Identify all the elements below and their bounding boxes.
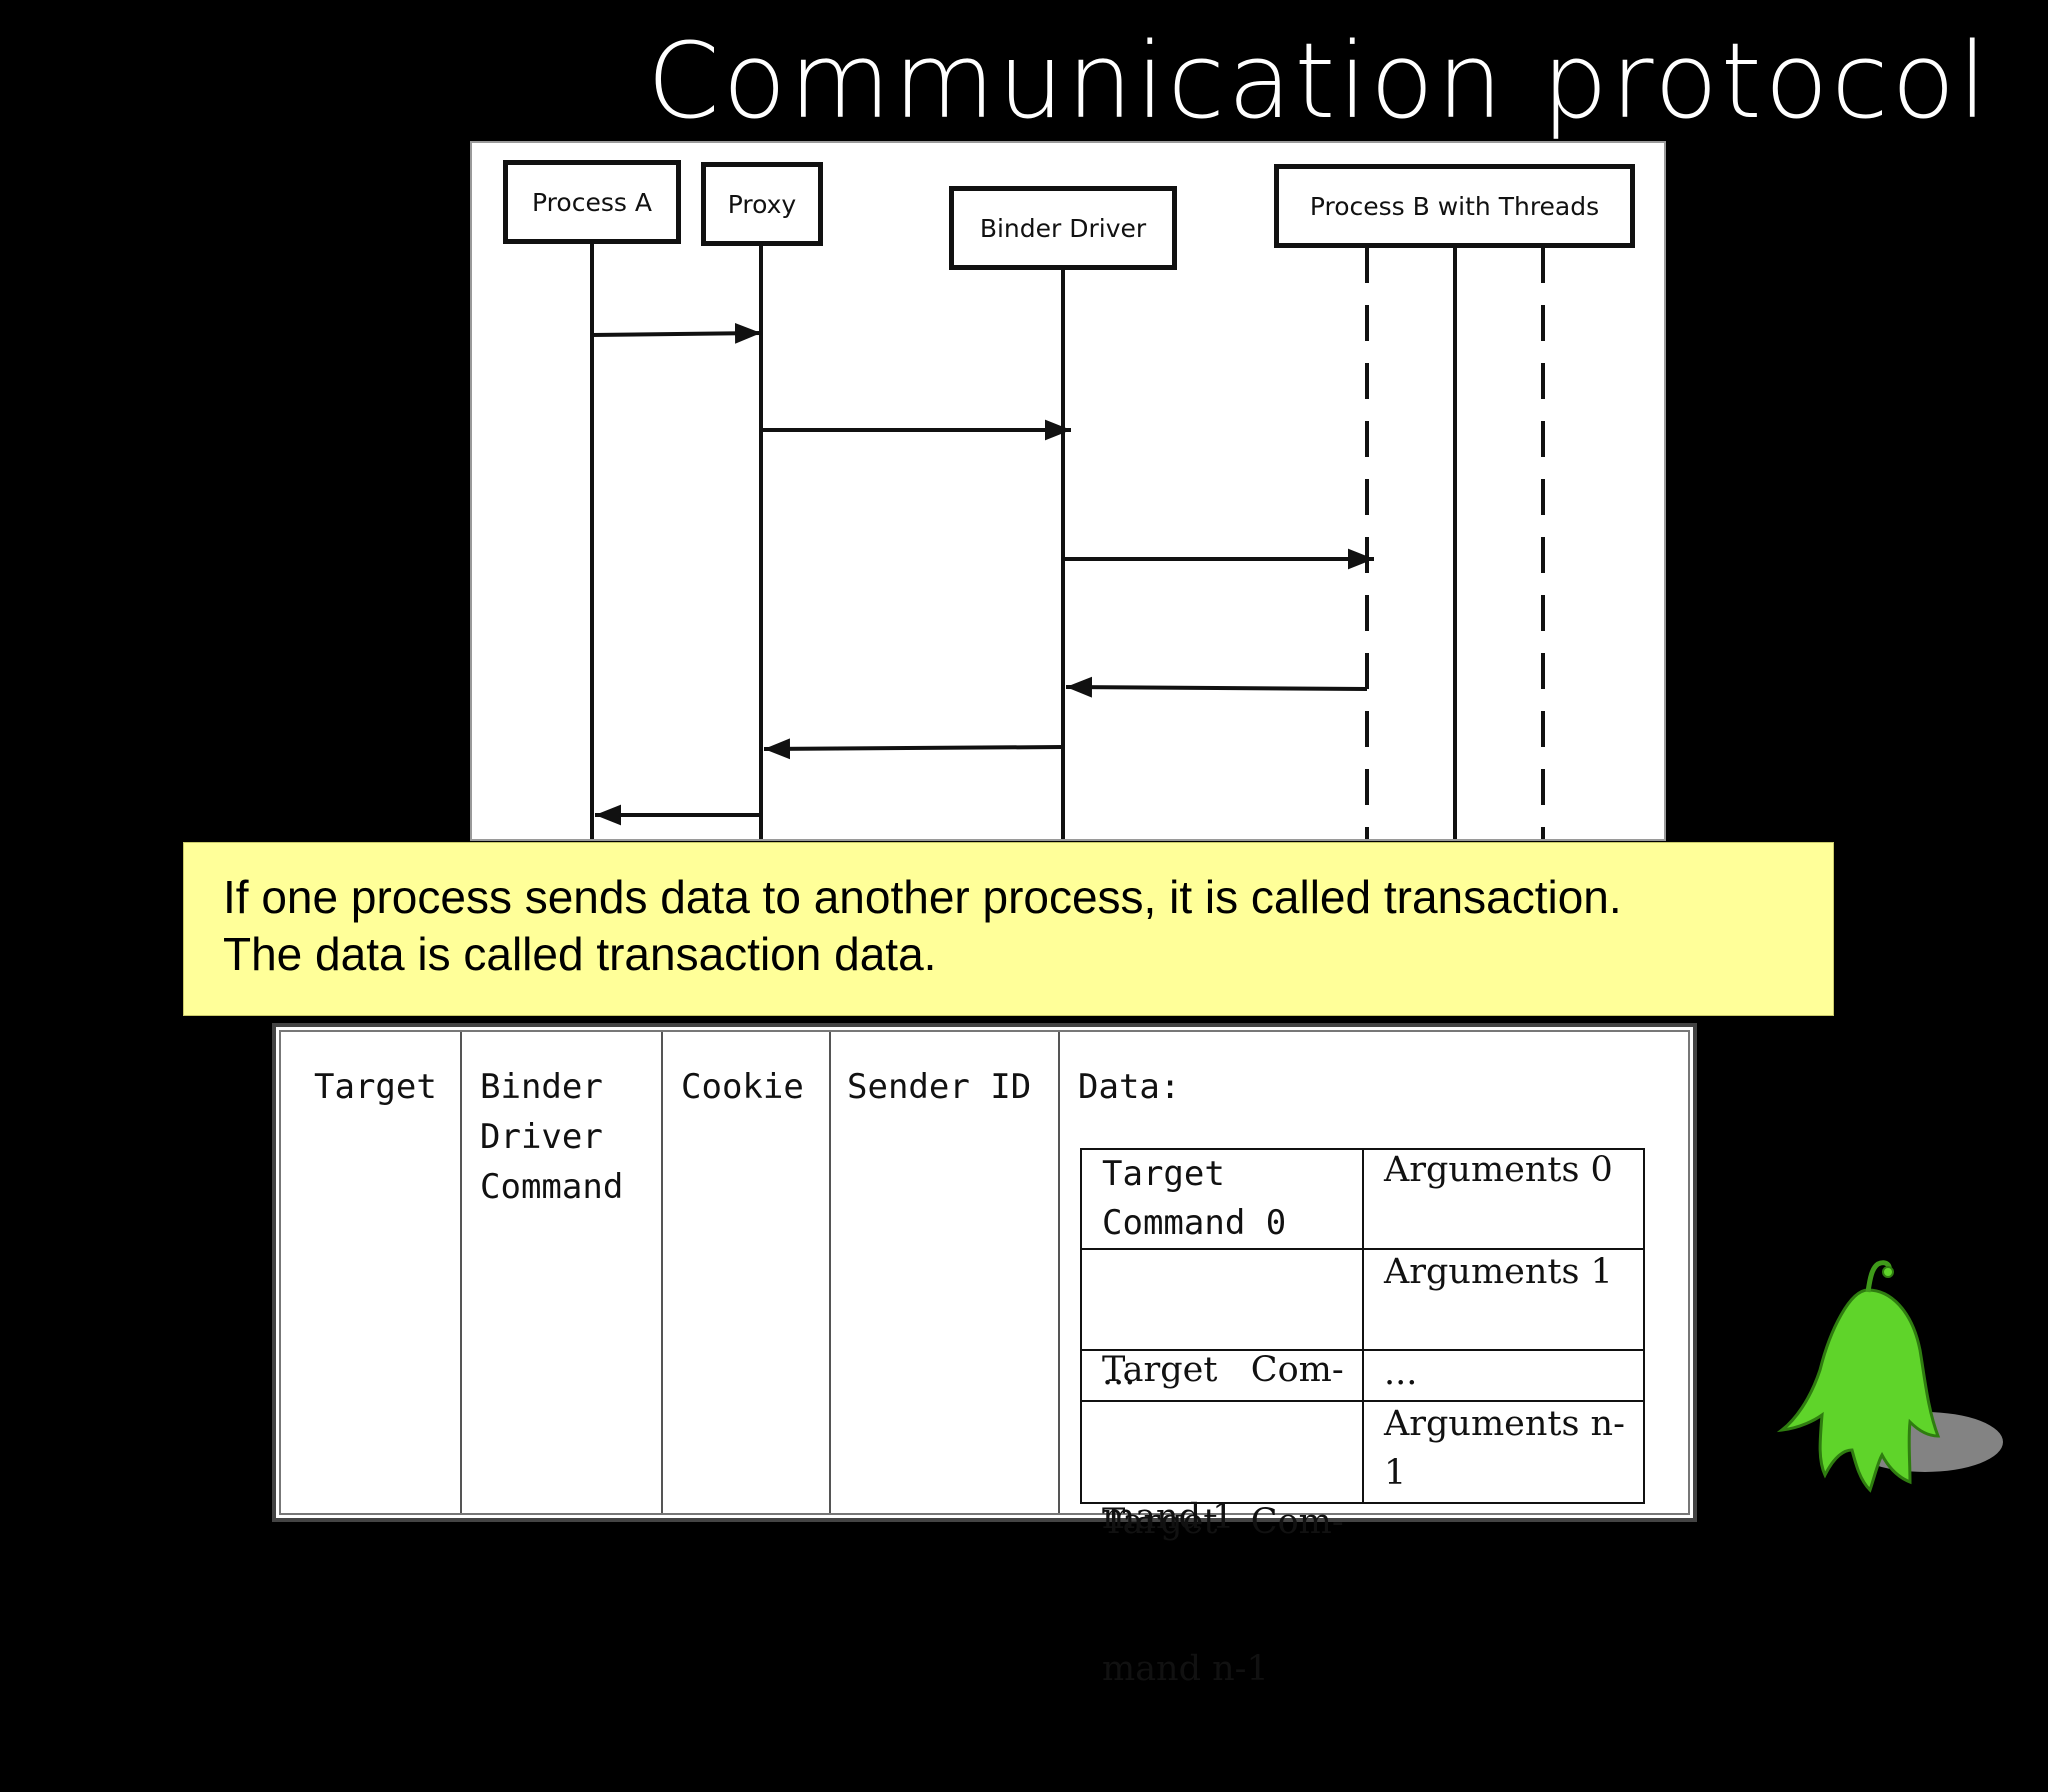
column-header-data-text: Data:	[1078, 1067, 1181, 1107]
command-cell-line: mand n-1	[1102, 1649, 1269, 1689]
arguments-cell-line: Arguments 1	[1384, 1252, 1613, 1292]
command-table-row-divider	[1082, 1349, 1643, 1351]
column-header-line: Command	[480, 1167, 624, 1207]
command-cell-line: Command 0	[1102, 1203, 1287, 1243]
callout-line-2: The data is called transaction data.	[223, 928, 937, 980]
command-cell-line: Target Com-	[1102, 1350, 1344, 1390]
column-header-sender-id-text: Sender ID	[847, 1067, 1032, 1107]
column-header-data: Data:	[1078, 1062, 1180, 1112]
arguments-cell-line: Arguments 0	[1384, 1150, 1613, 1190]
message-arrow-process-b-to-driver	[1065, 676, 1368, 698]
arguments-cell-1: Arguments 1	[1364, 1248, 1644, 1297]
transaction-callout: If one process sends data to another pro…	[183, 842, 1834, 1016]
participant-binder-driver: Binder Driver	[949, 186, 1177, 270]
slide-title: Communication protocol	[647, 20, 1990, 142]
column-header-target: Target	[314, 1062, 437, 1112]
green-ghost-mascot-icon	[1776, 1260, 2003, 1493]
arguments-cell-line: Arguments n-	[1384, 1404, 1625, 1444]
transaction-table-frame: Target Binder Driver Command Cookie Send…	[279, 1030, 1690, 1689]
transaction-data-table: Target Binder Driver Command Cookie Send…	[272, 1023, 1697, 1689]
column-divider	[829, 1032, 831, 1513]
command-cell-line: mand 1	[1102, 1497, 1235, 1537]
arguments-cell-ellipsis: ...	[1364, 1349, 1644, 1398]
command-cell-line: ...	[1102, 1353, 1136, 1393]
command-cell-line: Target Com-	[1102, 1502, 1344, 1542]
column-header-binder-driver-command: Binder Driver Command	[480, 1062, 623, 1212]
message-arrow-driver-to-proxy	[763, 738, 1064, 760]
participant-process-b-with-threads: Process B with Threads	[1274, 164, 1635, 248]
column-header-sender-id: Sender ID	[847, 1062, 1031, 1112]
arguments-cell-line: ...	[1384, 1353, 1418, 1393]
participant-proxy: Proxy	[701, 162, 823, 246]
arguments-cell-n-1: Arguments n- 1	[1364, 1400, 1644, 1498]
column-divider	[460, 1032, 462, 1513]
column-header-target-text: Target	[314, 1067, 437, 1107]
participant-process-a: Process A	[503, 160, 681, 244]
command-cell-0: Target Command 0	[1082, 1150, 1362, 1248]
command-table-row-divider	[1082, 1248, 1643, 1250]
sequence-diagram-lines	[590, 243, 1545, 839]
column-header-cookie-text: Cookie	[681, 1067, 804, 1107]
command-cell-line: Target	[1102, 1154, 1225, 1194]
command-cell-ellipsis: ...	[1082, 1349, 1362, 1398]
command-table-row-divider	[1082, 1400, 1643, 1402]
arguments-cell-0: Arguments 0	[1364, 1146, 1644, 1195]
sequence-diagram: Process A Proxy Binder Driver Process B …	[470, 141, 1666, 841]
callout-line-1: If one process sends data to another pro…	[223, 871, 1622, 923]
command-cell-n-1: Target Com- mand n-1	[1082, 1400, 1362, 1792]
column-header-cookie: Cookie	[681, 1062, 804, 1112]
message-arrow-a-to-proxy	[591, 322, 762, 344]
column-divider	[1058, 1032, 1060, 1513]
command-table-divider	[1362, 1150, 1364, 1502]
column-divider	[661, 1032, 663, 1513]
command-cell-1: Target Com- mand 1	[1082, 1248, 1362, 1640]
data-command-table: Target Command 0 Arguments 0 Target Com-…	[1080, 1146, 1645, 1689]
column-header-line: Driver	[480, 1117, 603, 1157]
column-header-line: Binder	[480, 1067, 603, 1107]
arguments-cell-line: 1	[1384, 1453, 1407, 1493]
